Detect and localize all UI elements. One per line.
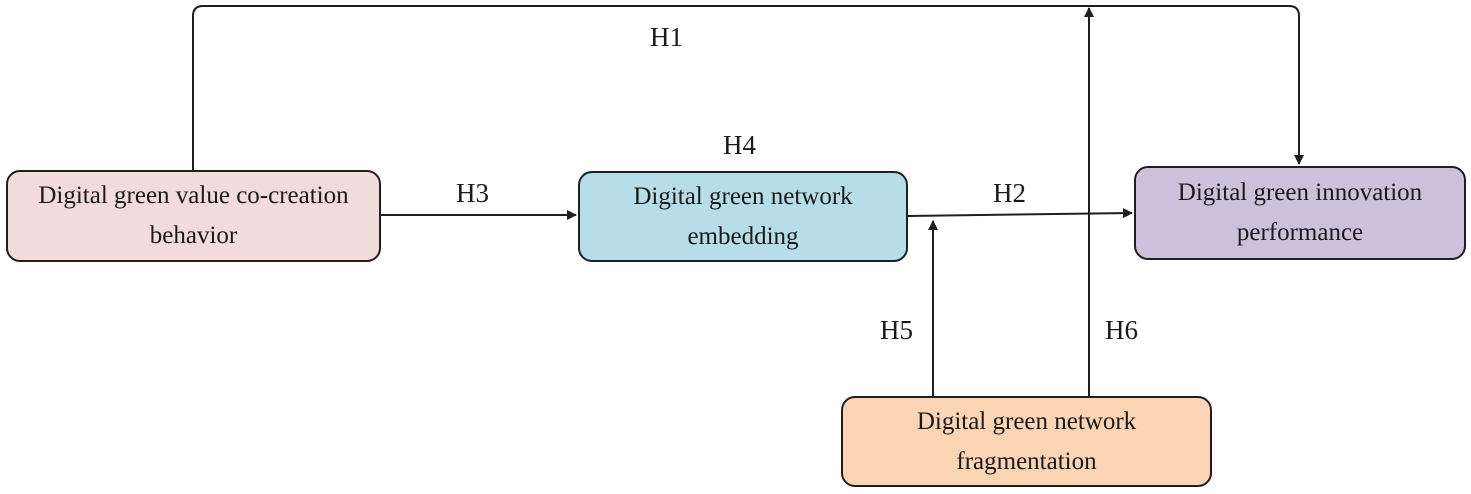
hypothesis-label-h3: H3 xyxy=(456,178,489,208)
arrow-h2 xyxy=(907,208,1133,219)
node-value-cocreation-behavior: Digital green value co-creation behavior xyxy=(6,170,381,262)
hypothesis-label-h5: H5 xyxy=(880,315,913,345)
hypothesis-label-h6: H6 xyxy=(1105,315,1138,345)
node-network-embedding-label: Digital green network embedding xyxy=(633,182,853,250)
node-value-cocreation-label: Digital green value co-creation behavior xyxy=(38,182,349,249)
node-innovation-performance-label: Digital green innovation performance xyxy=(1177,179,1423,246)
node-network-fragmentation-label: Digital green network fragmentation xyxy=(916,407,1137,475)
hypothesis-label-h4: H4 xyxy=(723,130,756,160)
node-network-embedding: Digital green network embedding xyxy=(578,171,908,262)
arrow-h1 xyxy=(192,5,1304,170)
hypothesis-label-h1: H1 xyxy=(650,22,683,52)
hypothesis-label-h2: H2 xyxy=(993,178,1026,208)
node-network-fragmentation: Digital green network fragmentation xyxy=(841,396,1212,487)
node-innovation-performance: Digital green innovation performance xyxy=(1134,166,1466,260)
